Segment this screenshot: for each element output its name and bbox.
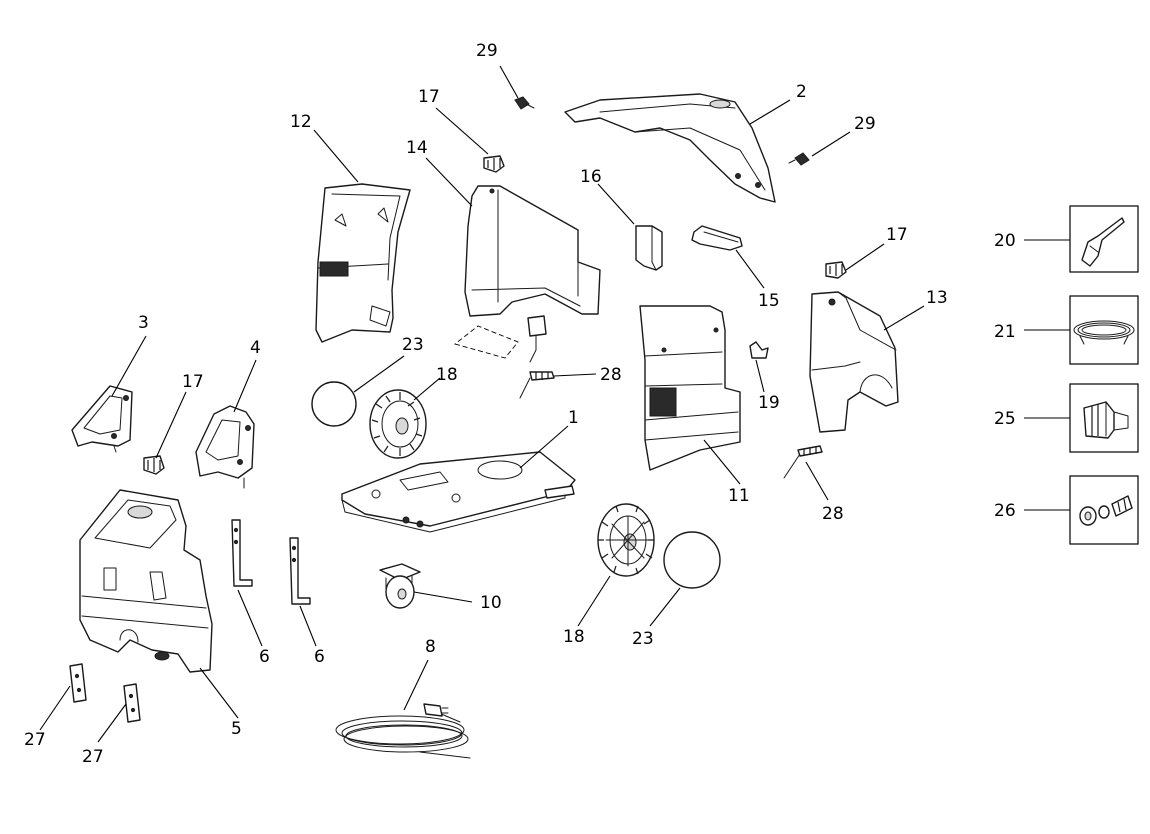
- callout-15: 15: [758, 291, 780, 311]
- part-21-hose-box: [1069, 295, 1139, 365]
- part-25-nozzle-box: [1069, 383, 1139, 453]
- callout-6-right: 6: [314, 647, 325, 667]
- callout-21: 21: [994, 322, 1016, 342]
- callout-2: 2: [796, 82, 807, 102]
- callout-26: 26: [994, 501, 1016, 521]
- callout-17-top: 17: [418, 87, 440, 107]
- part-1-base-frame: [341, 451, 576, 533]
- part-8-power-cord: [335, 703, 471, 759]
- part-2-handle-cover: [564, 93, 776, 203]
- callout-28-left: 28: [600, 365, 622, 385]
- callout-11: 11: [728, 486, 750, 506]
- part-11-front-panel: [639, 305, 741, 471]
- part-20-spray-gun-box: [1069, 205, 1139, 273]
- part-12-side-panel: [315, 183, 411, 343]
- callout-3: 3: [138, 313, 149, 333]
- callout-23-top: 23: [402, 335, 424, 355]
- part-18-wheel-top: [369, 389, 427, 459]
- part-18-wheel-bottom: [597, 503, 655, 577]
- callout-18-bottom: 18: [563, 627, 585, 647]
- callout-10: 10: [480, 593, 502, 613]
- part-13-side-housing: [809, 291, 899, 433]
- part-17-knob-left: [143, 455, 165, 475]
- part-10-caster: [379, 563, 421, 609]
- callout-25: 25: [994, 409, 1016, 429]
- part-23-hubcap-left: [311, 381, 357, 427]
- callout-23-bottom: 23: [632, 629, 654, 649]
- part-14-rear-housing: [464, 185, 601, 317]
- callout-28-right: 28: [822, 504, 844, 524]
- part-6-bracket-left: [231, 519, 253, 587]
- part-15-hose-holder: [691, 225, 743, 251]
- switch-box: [527, 315, 547, 363]
- part-6-bracket-right: [289, 537, 311, 605]
- part-17-knob-top: [483, 155, 505, 173]
- callout-18-top: 18: [436, 365, 458, 385]
- leader-lines: [39, 65, 1070, 743]
- part-27-plate-left: [69, 663, 87, 703]
- part-28-connector-left: [519, 371, 555, 399]
- part-27-plate-right: [123, 683, 141, 723]
- callout-29-top: 29: [476, 41, 498, 61]
- assembly-line: [454, 325, 519, 359]
- callout-12: 12: [290, 112, 312, 132]
- part-23-hubcap-right: [663, 531, 721, 589]
- callout-16: 16: [580, 167, 602, 187]
- callout-17-right: 17: [886, 225, 908, 245]
- callout-20: 20: [994, 231, 1016, 251]
- callout-14: 14: [406, 138, 428, 158]
- part-29-screw-top: [514, 96, 535, 110]
- part-17-knob-right: [825, 261, 847, 279]
- part-29-screw-right: [788, 152, 810, 166]
- part-16-bracket: [635, 225, 663, 271]
- callout-29-right: 29: [854, 114, 876, 134]
- callout-27-right: 27: [82, 747, 104, 767]
- callout-4: 4: [250, 338, 261, 358]
- part-28-connector-right: [783, 445, 823, 479]
- callout-8: 8: [425, 637, 436, 657]
- callout-19: 19: [758, 393, 780, 413]
- part-4-cord-hook: [195, 405, 255, 489]
- callout-5: 5: [231, 719, 242, 739]
- part-19-clip: [749, 341, 769, 359]
- part-3-handle-plate: [71, 385, 133, 453]
- part-5-front-cover: [79, 489, 213, 673]
- callout-27-left: 27: [24, 730, 46, 750]
- callout-6-left: 6: [259, 647, 270, 667]
- callout-1: 1: [568, 408, 579, 428]
- callout-17-left: 17: [182, 372, 204, 392]
- callout-13: 13: [926, 288, 948, 308]
- part-26-coupling-box: [1069, 475, 1139, 545]
